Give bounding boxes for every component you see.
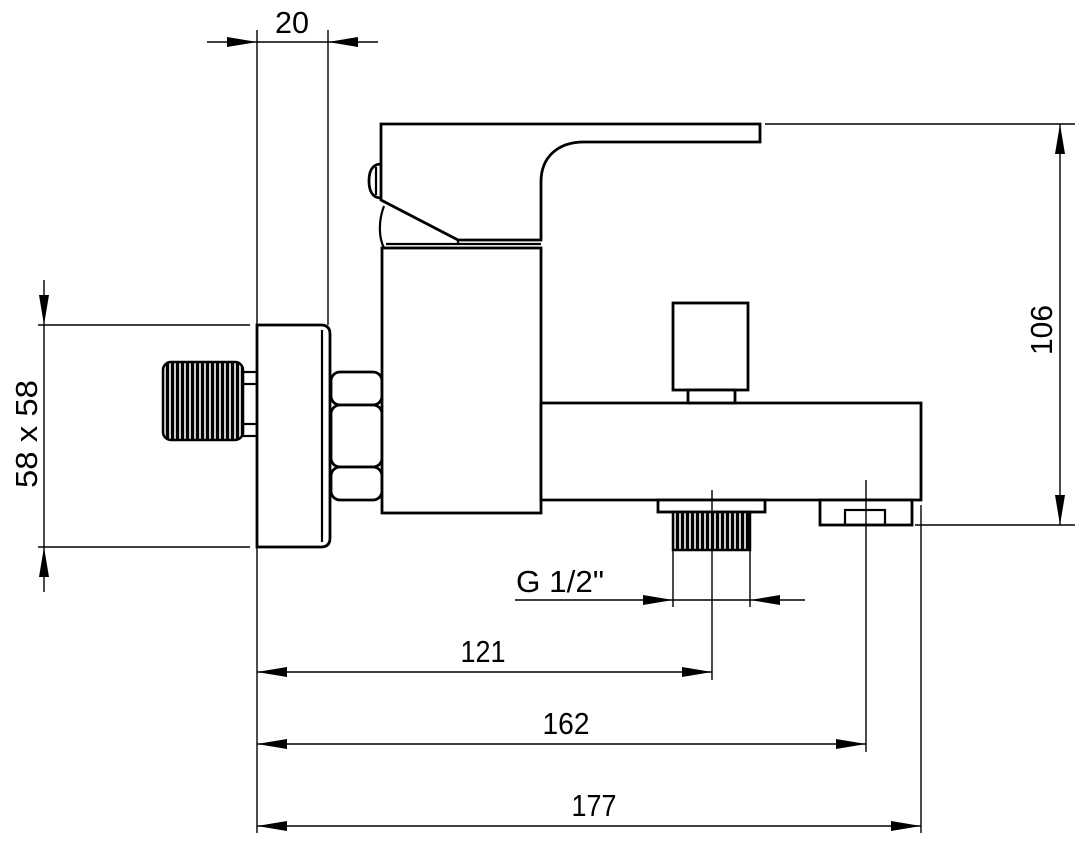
dimension-label-plate-size: 58 x 58 <box>9 380 44 488</box>
faucet-outline <box>161 122 923 552</box>
lever-handle <box>379 122 762 242</box>
dimension-wall-offset: 20 <box>207 5 378 47</box>
dimension-label-outlet-thread: G 1/2" <box>516 564 604 599</box>
dimension-label-aerator-distance: 162 <box>543 706 590 741</box>
diverter-knob <box>671 301 750 405</box>
hex-nut <box>329 370 384 502</box>
dimension-plate-size: 58 x 58 <box>9 280 49 592</box>
wall-connector-thread <box>161 360 259 442</box>
mixer-body <box>380 246 543 515</box>
dimension-label-height: 106 <box>1024 305 1059 355</box>
extension-lines <box>38 30 1075 833</box>
wall-plate <box>255 323 332 549</box>
dimension-label-outlet-distance: 121 <box>461 634 506 669</box>
dimension-outlet-distance: 121 <box>257 634 712 677</box>
dimension-label-wall-offset: 20 <box>275 5 309 40</box>
dimension-outlet-thread: G 1/2" <box>515 564 805 605</box>
dimension-overall-length: 177 <box>257 788 921 831</box>
spout <box>539 401 923 502</box>
dimension-label-overall-length: 177 <box>572 788 617 823</box>
dimension-aerator-distance: 162 <box>257 706 866 749</box>
dimension-height: 106 <box>1024 124 1065 525</box>
